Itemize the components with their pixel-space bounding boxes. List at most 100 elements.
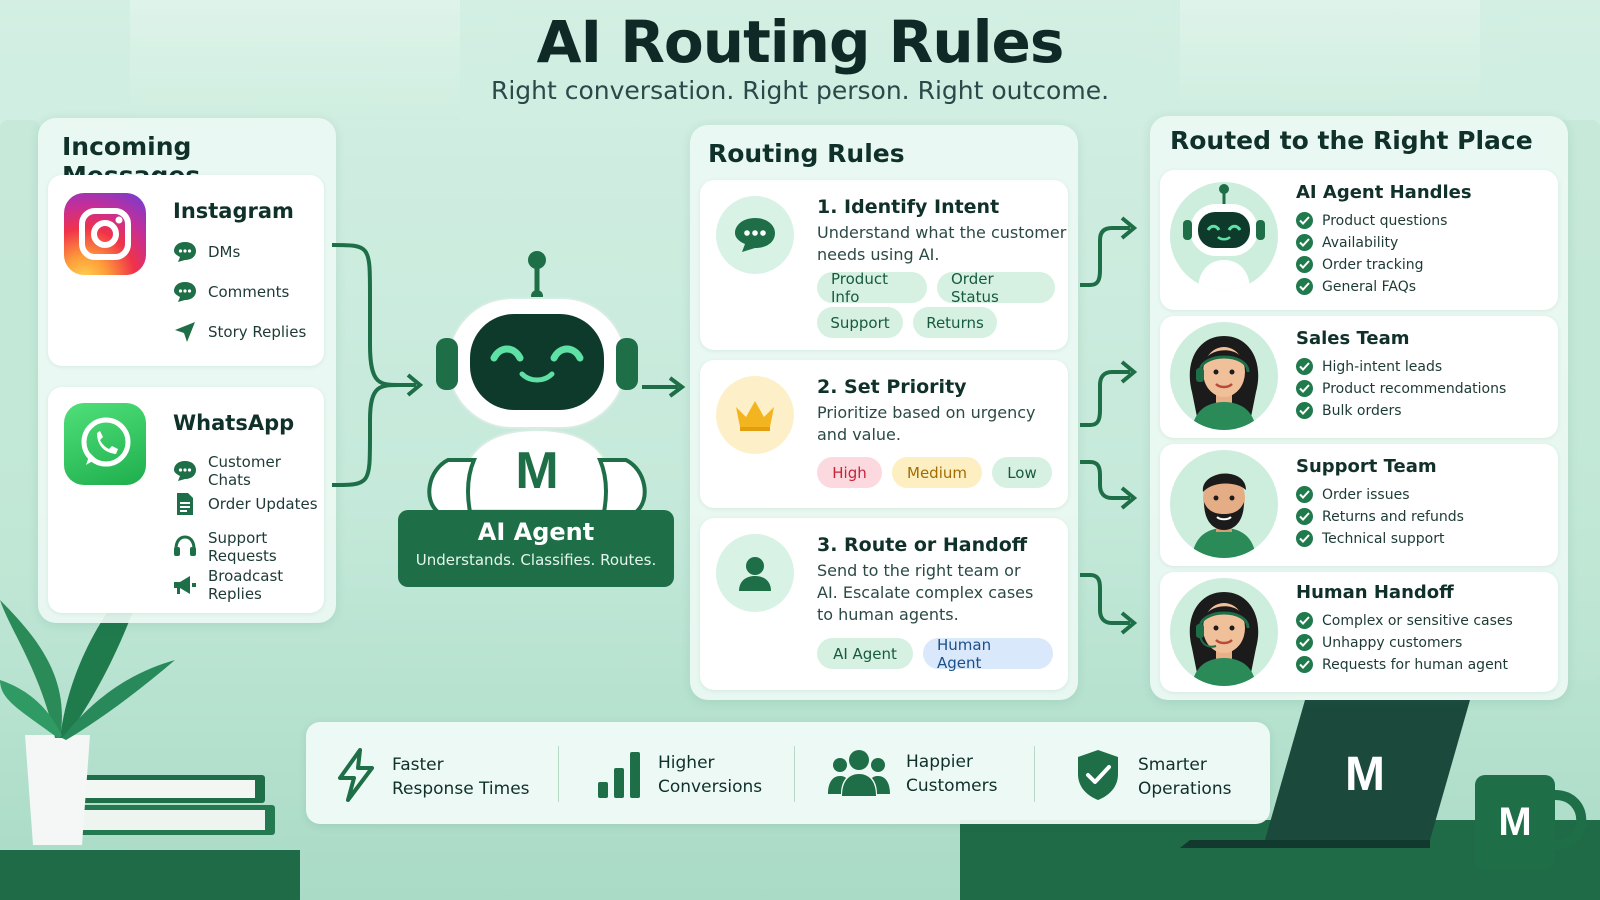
destination-human-handoff: Human Handoff Complex or sensitive cases…	[1160, 572, 1558, 692]
rule-description-line: Understand what the customer	[817, 223, 1067, 242]
chip-high: High	[817, 457, 882, 488]
list-item: Support Requests	[172, 529, 324, 565]
bar-chart-icon	[596, 748, 642, 802]
rule-title: 3. Route or Handoff	[817, 534, 1028, 556]
destination-title: Support Team	[1296, 456, 1437, 477]
chat-bubble-icon	[172, 239, 198, 265]
incoming-connector	[331, 243, 424, 487]
mug-logo: M	[1498, 800, 1531, 844]
rule-description-line: and value.	[817, 425, 901, 444]
list-item-label: Broadcast Replies	[208, 567, 284, 603]
lightning-icon	[336, 748, 376, 806]
agent-to-rules-arrow	[642, 376, 686, 398]
list-item-label: Order tracking	[1322, 256, 1424, 273]
benefit-line: Conversions	[658, 777, 763, 797]
routed-panel: Routed to the Right Place AI Agent Handl…	[1150, 116, 1568, 700]
page-subtitle: Right conversation. Right person. Right …	[490, 76, 1110, 105]
laptop-illustration: M M	[960, 700, 1600, 900]
list-item-label: Order Updates	[208, 495, 318, 513]
chip-order-status: Order Status	[937, 270, 1055, 306]
chat-bubble-icon	[716, 196, 794, 274]
routing-rules-title: Routing Rules	[708, 139, 905, 168]
destination-title: Sales Team	[1296, 328, 1410, 349]
chip-returns: Returns	[913, 307, 997, 338]
list-item-label: General FAQs	[1322, 278, 1417, 295]
page-title: AI Routing Rules	[536, 8, 1065, 76]
list-item-label: Support Requests	[208, 529, 277, 565]
chip-medium: Medium	[892, 457, 982, 488]
check-icon	[1296, 530, 1313, 547]
list-item-label: Complex or sensitive cases	[1322, 612, 1513, 629]
list-item: Broadcast Replies	[172, 567, 324, 603]
background-window	[130, 0, 460, 120]
list-item: Complex or sensitive cases	[1296, 612, 1513, 629]
list-item: General FAQs	[1296, 278, 1416, 295]
benefit-divider	[794, 746, 795, 802]
benefit-line: Faster	[392, 755, 444, 775]
whatsapp-icon	[64, 403, 146, 485]
list-item: Product questions	[1296, 212, 1447, 229]
list-item-label: Order issues	[1322, 486, 1410, 503]
robot-illustration: M	[427, 251, 647, 514]
list-item-label: Product questions	[1322, 212, 1448, 229]
check-icon	[1296, 380, 1313, 397]
whatsapp-name: WhatsApp	[173, 411, 295, 435]
check-icon	[1296, 486, 1313, 503]
rule-description: Prioritize based on urgency and value.	[817, 402, 1036, 446]
sales-agent-avatar	[1170, 322, 1278, 430]
megaphone-icon	[172, 572, 198, 598]
check-icon	[1296, 402, 1313, 419]
list-item: Technical support	[1296, 530, 1445, 547]
benefit-divider	[558, 746, 559, 802]
rule-description: Send to the right team or AI. Escalate c…	[817, 560, 1033, 626]
check-icon	[1296, 508, 1313, 525]
list-item: Order Updates	[172, 491, 318, 517]
check-icon	[1296, 358, 1313, 375]
list-item: Order tracking	[1296, 256, 1424, 273]
people-icon	[828, 748, 890, 800]
shield-check-icon	[1074, 748, 1122, 806]
list-item: Returns and refunds	[1296, 508, 1464, 525]
chip-low: Low	[992, 457, 1052, 488]
destination-title: Human Handoff	[1296, 582, 1454, 603]
list-item: Story Replies	[172, 319, 306, 345]
list-item-label: Product recommendations	[1322, 380, 1507, 397]
rule-title: 2. Set Priority	[817, 376, 967, 398]
list-item-label: Story Replies	[208, 323, 307, 341]
check-icon	[1296, 256, 1313, 273]
background-shelf	[0, 120, 40, 620]
rule-description-line: Prioritize based on urgency	[817, 403, 1036, 422]
list-item-label: Technical support	[1322, 530, 1445, 547]
list-item-label: Returns and refunds	[1322, 508, 1464, 525]
rule-description-line: Send to the right team or	[817, 561, 1021, 580]
plant-illustration	[0, 560, 300, 900]
chip-product-info: Product Info	[817, 270, 927, 306]
list-item-label: Bulk orders	[1322, 402, 1402, 419]
person-icon	[716, 534, 794, 612]
check-icon	[1296, 212, 1313, 229]
human-agent-avatar	[1170, 578, 1278, 686]
benefit-line: Higher	[658, 753, 715, 773]
list-item: Requests for human agent	[1296, 656, 1508, 673]
list-item-label: High-intent leads	[1322, 358, 1443, 375]
destination-sales-team: Sales Team High-intent leads Product rec…	[1160, 316, 1558, 438]
rule-card-priority: 2. Set Priority Prioritize based on urge…	[700, 360, 1068, 508]
incoming-messages-panel: Incoming Messages Instagram DMs Comments…	[38, 118, 336, 623]
check-icon	[1296, 612, 1313, 629]
whatsapp-card: WhatsApp Customer Chats Order Updates Su…	[48, 387, 324, 613]
list-item: Customer Chats	[172, 453, 324, 489]
document-icon	[172, 491, 198, 517]
rule-card-intent: 1. Identify Intent Understand what the c…	[700, 180, 1068, 350]
ai-agent-label: AI Agent Understands. Classifies. Routes…	[398, 510, 674, 587]
headset-icon	[172, 534, 198, 560]
list-item-label: Unhappy customers	[1322, 634, 1463, 651]
benefit-line: Customers	[906, 776, 998, 796]
crown-icon	[716, 376, 794, 454]
destination-support-team: Support Team Order issues Returns and re…	[1160, 444, 1558, 566]
check-icon	[1296, 634, 1313, 651]
list-item: Unhappy customers	[1296, 634, 1462, 651]
list-item: Availability	[1296, 234, 1398, 251]
